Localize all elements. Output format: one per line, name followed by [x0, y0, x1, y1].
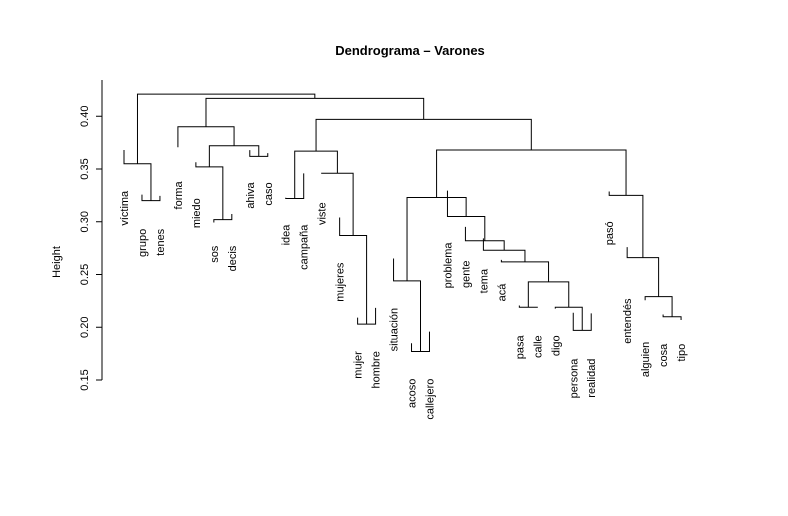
leaf-label: alguien [640, 342, 652, 377]
leaf-label: víctima [119, 190, 131, 226]
y-tick-label: 0.20 [79, 317, 91, 338]
leaf-label: realidad [586, 359, 598, 398]
leaf-label: tipo [676, 344, 688, 362]
leaf-label: persona [568, 358, 580, 399]
y-tick-label: 0.35 [79, 158, 91, 179]
leaf-label: decis [227, 245, 239, 271]
leaf-label: gente [460, 260, 472, 288]
leaf-label: caso [263, 182, 275, 205]
leaf-label: tema [478, 268, 490, 293]
leaf-label: sos [209, 245, 221, 263]
leaf-label: mujer [353, 351, 365, 379]
leaf-label: digo [550, 335, 562, 356]
branch [177, 126, 235, 148]
leaf-label: grupo [137, 229, 149, 257]
branch [136, 93, 316, 164]
leaf-label: acoso [407, 379, 419, 408]
leaf-label: entendés [622, 298, 634, 344]
leaf-label: pasa [514, 334, 526, 359]
branch [436, 149, 627, 198]
branch [644, 296, 673, 317]
leaf-label: acá [496, 283, 508, 302]
leaf-label: pasó [604, 221, 616, 245]
leaf-label: problema [442, 242, 454, 289]
y-tick-label: 0.15 [79, 369, 91, 390]
leaf-label: tenes [155, 228, 167, 255]
chart-title: Dendrograma – Varones [335, 43, 485, 58]
leaf-label: callejero [424, 379, 436, 420]
dendrogram-tree [123, 93, 682, 353]
branch [406, 196, 467, 281]
leaf-label: cosa [658, 343, 670, 367]
y-tick-label: 0.40 [79, 106, 91, 127]
branch [205, 97, 425, 127]
branch [554, 306, 583, 331]
y-tick-label: 0.25 [79, 264, 91, 285]
leaf-label: forma [173, 180, 185, 209]
y-tick-label: 0.30 [79, 211, 91, 232]
branch [315, 118, 532, 152]
leaf-label: miedo [191, 198, 203, 228]
y-axis: 0.15 0.20 0.25 0.30 0.35 0.40 [79, 80, 103, 391]
leaf-labels: víctima grupo tenes forma miedo sos decis ahiva… [119, 180, 688, 419]
leaf-label: idea [281, 224, 293, 246]
leaf-label: mujeres [335, 262, 347, 302]
branch [500, 259, 550, 282]
leaf-label: campaña [299, 224, 311, 270]
leaf-label: viste [317, 202, 329, 225]
leaf-label: hombre [371, 351, 383, 388]
y-axis-label: Height [51, 246, 63, 278]
leaf-label: ahiva [245, 182, 257, 209]
branch [527, 281, 570, 308]
leaf-label: situación [389, 308, 401, 351]
leaf-label: calle [532, 335, 544, 358]
branch [294, 150, 338, 199]
